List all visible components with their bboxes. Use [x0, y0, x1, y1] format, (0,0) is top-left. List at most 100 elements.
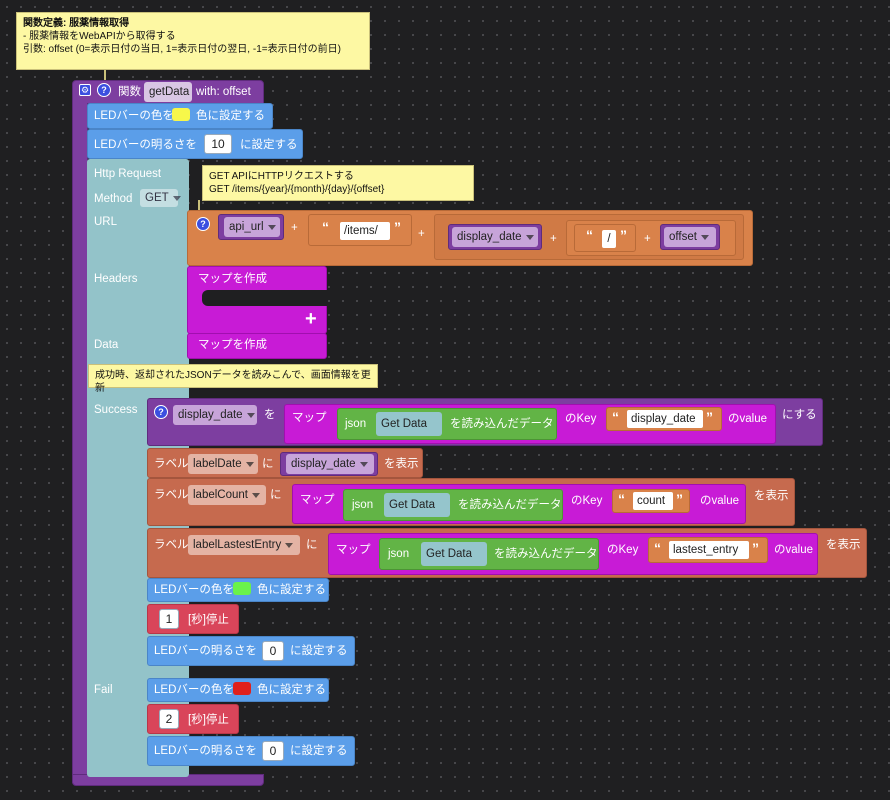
help-icon[interactable]: ? — [196, 217, 210, 231]
open-quote-icon: “ — [322, 219, 329, 235]
label-lastest-dropdown[interactable]: labelLastestEntry — [188, 535, 300, 555]
http-comment[interactable]: GET APIにHTTPリクエストする GET /items/{year}/{m… — [202, 165, 474, 201]
success-comment[interactable]: 成功時、返却されたJSONデータを読みこんで、画面情報を更新 — [88, 364, 378, 394]
json-text: json — [345, 418, 367, 430]
http-data-label: Data — [94, 339, 119, 351]
json-block[interactable] — [337, 408, 557, 440]
label-text: ラベル — [154, 489, 189, 501]
http-method-label: Method — [94, 193, 133, 205]
success-comment-text: 成功時、返却されたJSONデータを読みこんで、画面情報を更新 — [95, 370, 371, 394]
json-block[interactable] — [343, 489, 563, 521]
led-color-prefix: LEDバーの色を — [154, 684, 234, 696]
led-brightness-suffix: に設定する — [240, 139, 298, 151]
get-data-field[interactable]: Get Data — [376, 412, 442, 436]
help-icon[interactable]: ? — [154, 405, 168, 419]
suru-text: にする — [782, 409, 817, 421]
json-text: json — [388, 548, 410, 560]
led-brightness-block[interactable] — [147, 736, 355, 766]
comment-tail — [104, 70, 106, 84]
brightness-input[interactable]: 0 — [262, 641, 284, 661]
plus-op: + — [550, 233, 557, 245]
led-color-prefix: LEDバーの色を — [154, 584, 234, 596]
json-text: json — [352, 499, 374, 511]
novalue-text: のvalue — [774, 544, 813, 556]
show-text: を表示 — [754, 490, 789, 502]
headers-add-button[interactable]: + — [305, 308, 317, 330]
open-quote-icon: “ — [654, 540, 661, 556]
led-brightness-block[interactable] — [87, 129, 303, 159]
data-map-label: マップを作成 — [198, 339, 267, 351]
show-text: を表示 — [384, 458, 419, 470]
novalue-text: のvalue — [728, 413, 767, 425]
wait-seconds-input[interactable]: 1 — [159, 609, 179, 629]
key-lastest-entry[interactable]: lastest_entry — [669, 541, 749, 559]
function-params: with: offset — [196, 86, 251, 98]
data-map-block[interactable] — [187, 333, 327, 359]
loaded-text: を読み込んだデータ — [458, 499, 562, 511]
label-date-var[interactable]: display_date — [286, 454, 374, 474]
headers-map-slot — [202, 290, 327, 306]
nokey-text: のKey — [565, 413, 597, 425]
label-text: ラベル — [154, 458, 189, 470]
led-color-prefix: LEDバーの色を — [94, 110, 174, 122]
map-text: マップ — [336, 544, 371, 556]
var-api-url-dropdown[interactable]: api_url — [224, 217, 280, 237]
led-color-suffix: 色に設定する — [257, 684, 326, 696]
led-brightness-suffix: に設定する — [290, 645, 348, 657]
label-count-dropdown[interactable]: labelCount — [188, 485, 266, 505]
open-quote-icon: “ — [612, 409, 619, 425]
led-color-suffix: 色に設定する — [196, 110, 265, 122]
set-display-date-var[interactable]: display_date — [173, 405, 257, 425]
nokey-text: のKey — [607, 544, 639, 556]
map-text: マップ — [300, 494, 335, 506]
label-date-dropdown[interactable]: labelDate — [188, 454, 258, 474]
show-text: を表示 — [826, 539, 861, 551]
get-data-field[interactable]: Get Data — [421, 542, 487, 566]
var-display-date-dropdown[interactable]: display_date — [452, 227, 538, 247]
string-items-text[interactable]: /items/ — [340, 222, 390, 240]
close-quote-icon: ” — [706, 409, 713, 425]
http-url-label: URL — [94, 216, 118, 228]
comment-line-2: - 服薬情報をWebAPIから取得する — [23, 31, 176, 42]
led-color-swatch[interactable] — [172, 108, 190, 121]
led-brightness-prefix: LEDバーの明るさを — [94, 139, 197, 151]
led-brightness-block[interactable] — [147, 636, 355, 666]
led-brightness-prefix: LEDバーの明るさを — [154, 745, 257, 757]
function-name-field[interactable]: getData — [144, 82, 192, 102]
key-display-date[interactable]: display_date — [627, 410, 703, 428]
loaded-text: を読み込んだデータ — [494, 548, 598, 560]
brightness-input[interactable]: 0 — [262, 741, 284, 761]
var-offset-dropdown[interactable]: offset — [664, 227, 716, 247]
get-data-field[interactable]: Get Data — [384, 493, 450, 517]
led-color-swatch[interactable] — [233, 582, 251, 595]
close-quote-icon: ” — [394, 219, 401, 235]
nokey-text: のKey — [571, 495, 603, 507]
function-comment[interactable]: 関数定義: 服薬情報取得 - 服薬情報をWebAPIから取得する 引数: off… — [16, 12, 370, 70]
brightness-input[interactable]: 10 — [204, 134, 232, 154]
http-method-dropdown[interactable]: GET — [140, 189, 178, 207]
function-spine — [72, 103, 88, 783]
key-count[interactable]: count — [633, 492, 673, 510]
http-comment-line-2: GET /items/{year}/{month}/{day}/{offset} — [209, 184, 385, 195]
loaded-text: を読み込んだデータ — [450, 418, 554, 430]
close-quote-icon: ” — [752, 540, 759, 556]
wait-seconds-input[interactable]: 2 — [159, 709, 179, 729]
close-quote-icon: ” — [676, 491, 683, 507]
comment-line-3: 引数: offset (0=表示日付の当日, 1=表示日付の翌日, -1=表示日… — [23, 44, 341, 55]
function-keyword: 関数 — [118, 86, 141, 98]
string-slash-text[interactable]: / — [602, 230, 616, 248]
led-color-swatch[interactable] — [233, 682, 251, 695]
http-comment-line-1: GET APIにHTTPリクエストする — [209, 171, 354, 182]
close-quote-icon: ” — [620, 227, 627, 243]
help-icon[interactable]: ? — [97, 83, 111, 97]
plus-op: + — [644, 233, 651, 245]
led-color-suffix: 色に設定する — [257, 584, 326, 596]
json-block[interactable] — [379, 538, 599, 570]
http-comment-tail — [198, 200, 200, 216]
led-brightness-suffix: に設定する — [290, 745, 348, 757]
wait-suffix: [秒]停止 — [188, 614, 229, 626]
comment-line-1: 関数定義: 服薬情報取得 — [23, 18, 130, 29]
gear-icon[interactable]: ⚙ — [79, 84, 91, 96]
http-success-label: Success — [94, 404, 138, 416]
http-request-title: Http Request — [94, 168, 162, 180]
